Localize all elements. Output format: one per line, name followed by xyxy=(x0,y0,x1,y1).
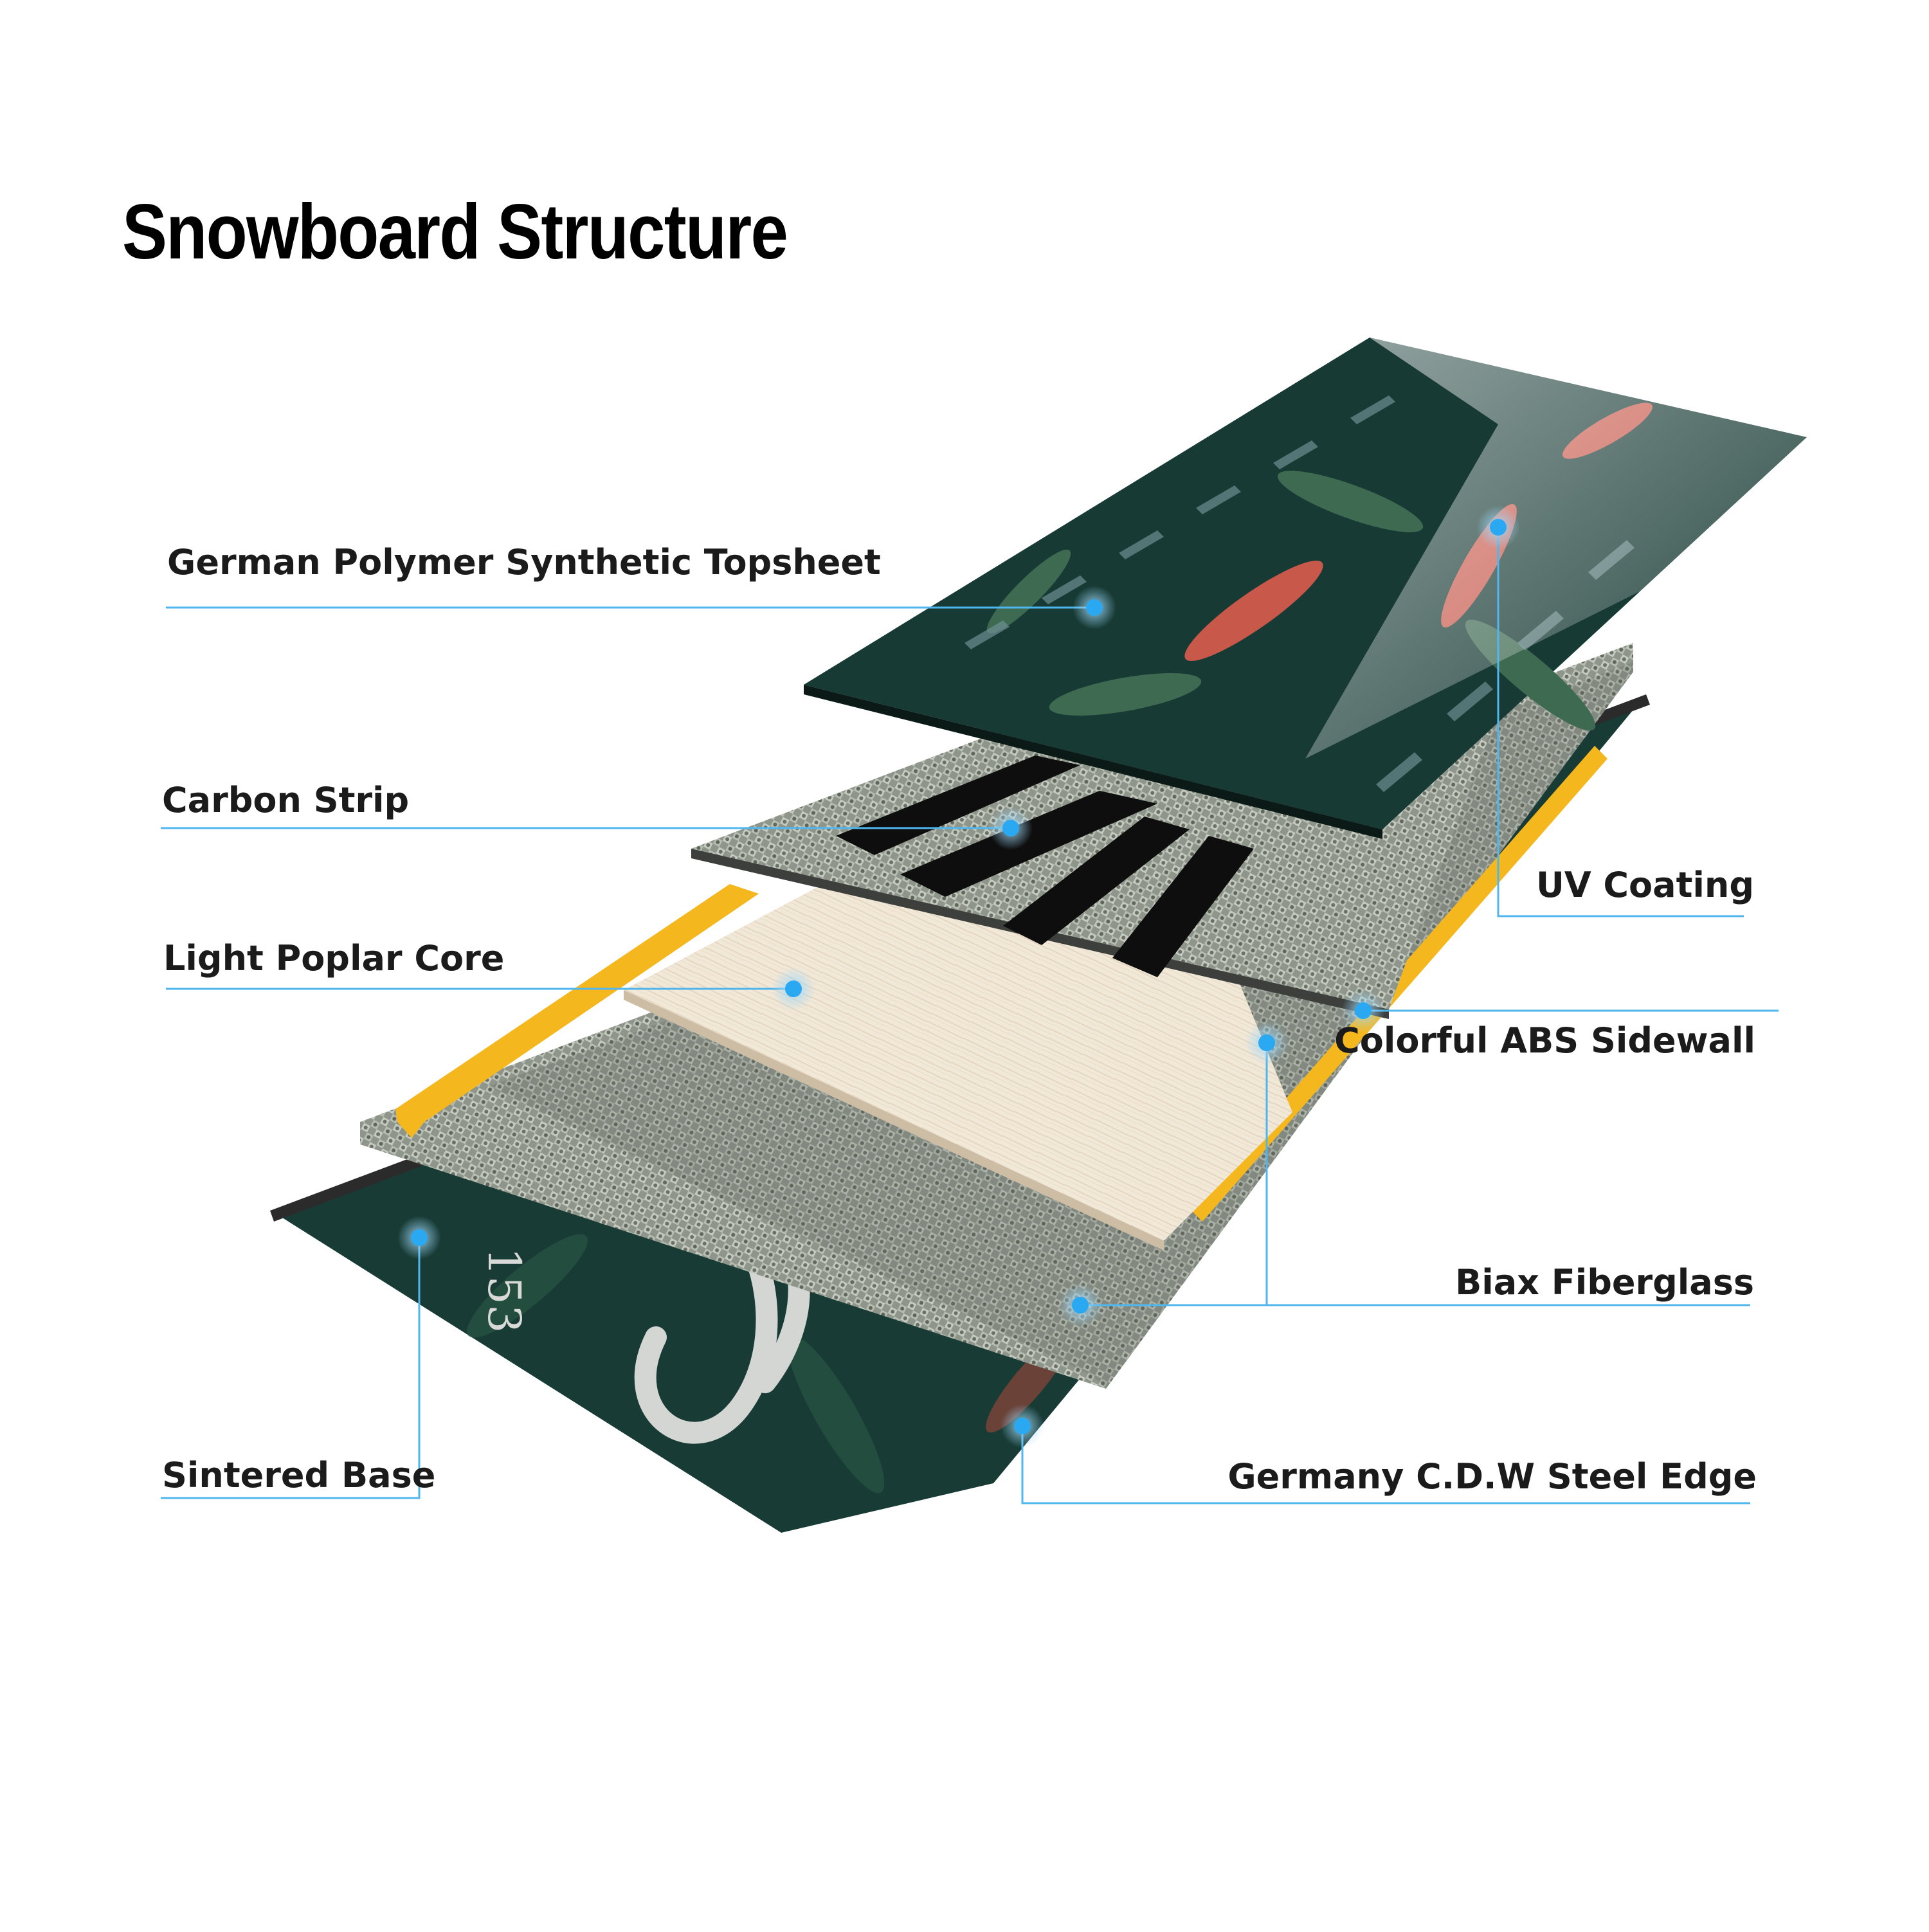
label-uv-coating: UV Coating xyxy=(1535,865,1754,905)
carbon-strip-4 xyxy=(1112,836,1254,977)
label-steel-edge: Germany C.D.W Steel Edge xyxy=(1227,1456,1757,1497)
leader-lines xyxy=(161,505,1779,1504)
label-carbon-strip: Carbon Strip xyxy=(162,780,410,820)
carbon-strip-3 xyxy=(1003,817,1190,945)
marker-dot-topsheet xyxy=(1086,599,1103,616)
marker-dot-fiberglass xyxy=(1258,1034,1275,1051)
topsheet-thickness xyxy=(804,685,1382,839)
marker-dot-base xyxy=(411,1229,428,1246)
diagram-title: Snowboard Structure xyxy=(122,188,788,275)
marker-dot-edge xyxy=(1014,1418,1031,1434)
abs-sidewall-right xyxy=(1190,746,1608,1222)
marker-dot-carbon xyxy=(1002,820,1019,836)
base-print-number: 153 xyxy=(478,1247,530,1333)
label-poplar-core: Light Poplar Core xyxy=(163,938,505,979)
carbon-strips xyxy=(836,755,1254,977)
carbon-strip-1 xyxy=(836,755,1080,855)
marker-dot-core xyxy=(785,980,802,997)
leader-line-base xyxy=(161,1238,421,1499)
topsheet-layer xyxy=(804,338,1807,839)
carbon-strip-2 xyxy=(900,791,1157,897)
label-biax-fiberglass: Biax Fiberglass xyxy=(1455,1262,1754,1303)
label-topsheet: German Polymer Synthetic Topsheet xyxy=(167,542,881,582)
marker-dot-fiberglass-lower xyxy=(1072,1297,1089,1314)
uv-coating-gloss xyxy=(1305,338,1807,759)
marker-dot-uv xyxy=(1490,519,1507,536)
leader-line-edge xyxy=(1021,1426,1750,1504)
poplar-core-side xyxy=(624,990,1164,1250)
label-abs-sidewall: Colorful ABS Sidewall xyxy=(1334,1020,1755,1061)
abs-sidewall-left xyxy=(395,884,759,1138)
leader-line-uv xyxy=(1497,527,1744,917)
marker-dot-sidewall xyxy=(1355,1002,1372,1019)
label-sintered-base: Sintered Base xyxy=(162,1455,436,1495)
